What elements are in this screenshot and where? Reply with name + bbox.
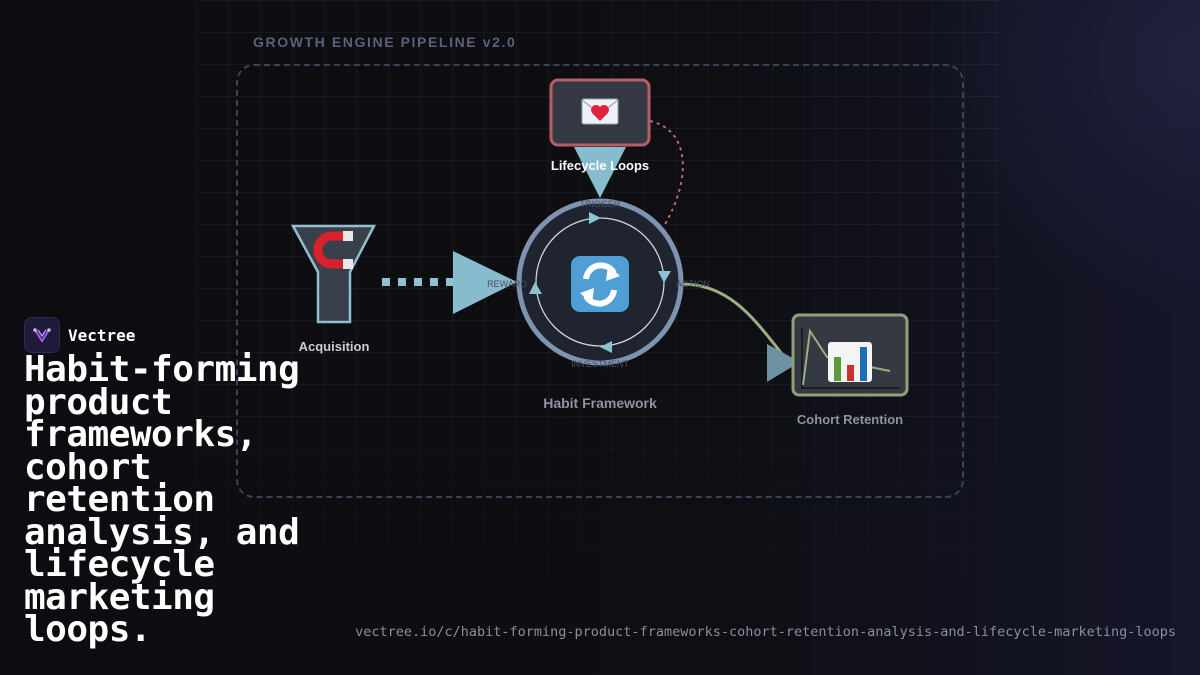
feedback-loop-connector <box>649 120 684 227</box>
page-url: vectree.io/c/habit-forming-product-frame… <box>355 624 1176 640</box>
stage-investment: INVESTMENT <box>571 359 630 369</box>
acquisition-to-habit-arrowhead <box>453 251 517 314</box>
lifecycle-loops-label: Lifecycle Loops <box>550 158 650 173</box>
cycle-arrow-icon <box>589 212 601 224</box>
brand-name: Vectree <box>68 325 136 345</box>
cycle-arrow-icon <box>529 282 542 294</box>
habit-framework-label: Habit Framework <box>543 395 657 411</box>
stage-action: ACTION <box>676 279 710 289</box>
diagram-title: GROWTH ENGINE PIPELINE v2.0 <box>253 34 517 50</box>
lifecycle-to-habit-arrowhead <box>574 147 626 198</box>
cycle-arrow-icon <box>600 341 612 353</box>
habit-to-retention-connector <box>681 282 784 355</box>
headline: Habit-forming product frameworks, cohort… <box>24 349 300 650</box>
bar-chart-icon <box>828 342 872 382</box>
habit-to-retention-arrowhead <box>767 344 800 382</box>
brand: Vectree <box>24 317 135 353</box>
cohort-retention-label: Cohort Retention <box>796 412 904 427</box>
stage-reward: REWARD <box>487 279 527 289</box>
stage-trigger: TRIGGER <box>579 199 621 209</box>
cycle-arrow-icon <box>658 271 671 283</box>
retention-curve <box>802 328 891 386</box>
acquisition-label: Acquisition <box>298 339 370 354</box>
pipeline-boundary <box>236 64 964 498</box>
chart-axes <box>801 328 900 389</box>
love-letter-icon <box>581 98 619 125</box>
acquisition-node <box>290 224 377 324</box>
vectree-logo-icon <box>24 317 60 353</box>
magnet-icon <box>313 231 353 269</box>
refresh-arrows-icon <box>571 256 629 312</box>
